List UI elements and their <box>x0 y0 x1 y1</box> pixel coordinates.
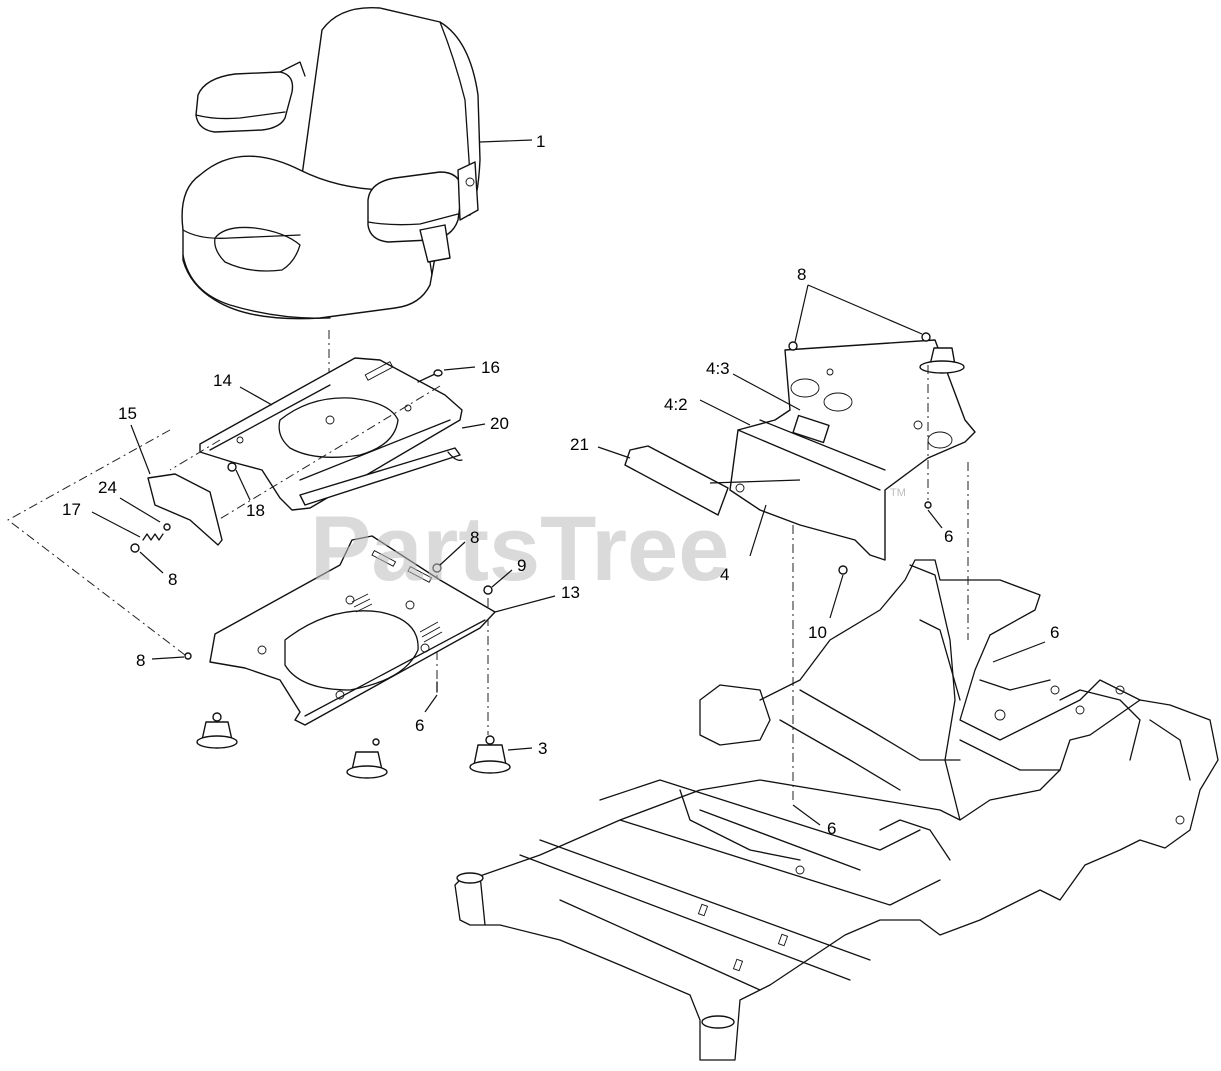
callout-3: 3 <box>538 739 547 758</box>
base-plate <box>209 535 496 726</box>
callout-18: 18 <box>246 501 265 520</box>
watermark: PartsTree TM <box>310 487 906 600</box>
seat-assembly <box>181 6 481 320</box>
callout-21: 21 <box>570 435 589 454</box>
leader-lines <box>91 139 1046 826</box>
spring-17 <box>130 523 171 553</box>
nut-8-right <box>921 332 931 342</box>
callout-8-spring: 8 <box>168 570 177 589</box>
isolator-mount-left <box>196 712 238 749</box>
rail-end <box>447 451 463 461</box>
nut-9 <box>483 585 493 595</box>
callout-9: 9 <box>517 556 526 575</box>
callout-24: 24 <box>98 478 117 497</box>
callout-10: 10 <box>808 623 827 642</box>
callout-4: 4 <box>720 565 729 584</box>
bolt-8 <box>184 652 192 660</box>
left-dashed-guides <box>7 385 489 735</box>
decal-21 <box>624 445 729 516</box>
callout-4-2: 4:2 <box>664 395 688 414</box>
nut-8-left <box>788 341 798 351</box>
callout-20: 20 <box>490 414 509 433</box>
callout-8-baseplate: 8 <box>470 528 479 547</box>
isolator-mount-right <box>469 735 511 774</box>
isolator-mount-top <box>919 347 965 374</box>
callout-6-bracket: 6 <box>944 527 953 546</box>
callout-17: 17 <box>62 500 81 519</box>
screw-16 <box>417 369 443 383</box>
callout-6-frame: 6 <box>1050 623 1059 642</box>
callout-4-3: 4:3 <box>706 359 730 378</box>
callout-1: 1 <box>536 132 545 151</box>
pin-18 <box>227 462 237 472</box>
callout-labels: 1 14 16 15 20 18 24 17 8 8 9 13 8 6 3 8 … <box>62 132 1059 838</box>
mower-frame <box>454 559 1219 1061</box>
nut-8 <box>432 563 442 573</box>
callout-16: 16 <box>481 358 500 377</box>
callout-6-bottom: 6 <box>827 819 836 838</box>
isolator-mount-middle <box>346 738 388 779</box>
right-dashed-guides <box>792 365 969 800</box>
callout-8-left: 8 <box>136 651 145 670</box>
bolt-6-bracket <box>924 501 932 509</box>
nut-10 <box>838 565 848 575</box>
callout-15: 15 <box>118 404 137 423</box>
seat-bracket-4 <box>729 339 976 561</box>
watermark-trademark: TM <box>890 487 906 499</box>
slide-rail <box>299 447 461 506</box>
callout-6-baseplate: 6 <box>415 716 424 735</box>
watermark-text: PartsTree <box>310 498 729 600</box>
callout-14: 14 <box>213 371 232 390</box>
seat-plate <box>199 357 463 511</box>
callout-8-bracket: 8 <box>797 265 806 284</box>
plate-15 <box>147 473 223 546</box>
callout-13: 13 <box>561 583 580 602</box>
